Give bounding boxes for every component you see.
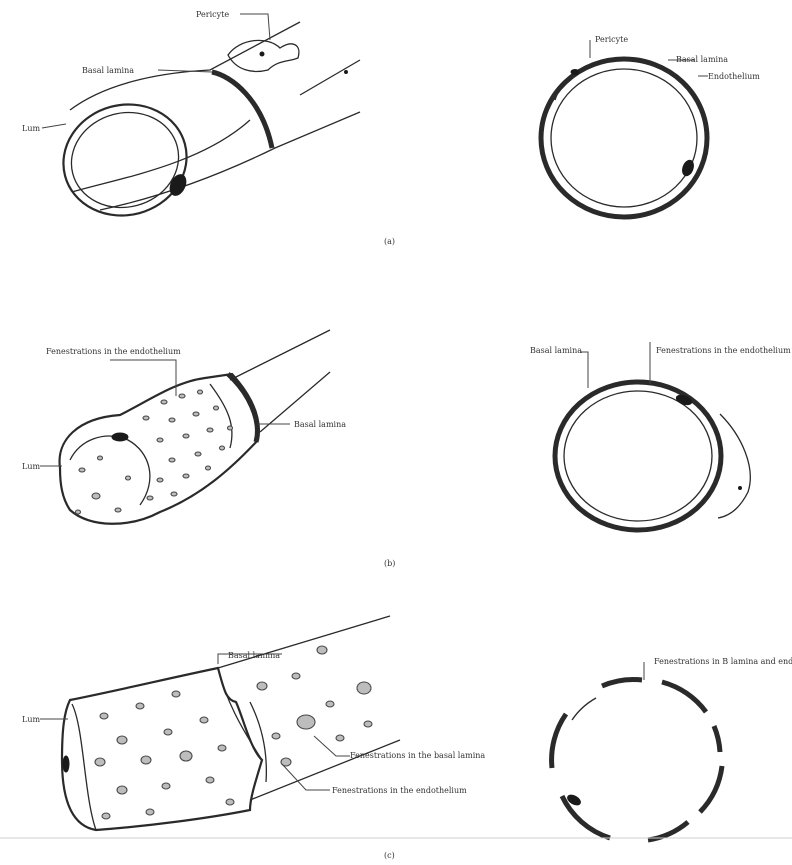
lumen-label-tube-b: Lum (22, 462, 40, 471)
discontinuous-capillary-section (552, 662, 722, 840)
fenestrations-tube-c (95, 646, 372, 819)
continuous-capillary-tube (42, 14, 360, 229)
basal-lamina-label-tube-b: Basal lamina (294, 420, 346, 429)
endothelial-fenestrations (76, 390, 233, 514)
lumen-label-tube-c: Lum (22, 715, 40, 724)
caption-c: (c) (384, 851, 395, 860)
pericyte-label-section: Pericyte (595, 35, 628, 44)
continuous-capillary-section (541, 40, 708, 217)
caption-b: (b) (384, 559, 395, 568)
basal-lamina-label-tube-c: Basal lamina (228, 651, 280, 660)
fenestrated-capillary-section (555, 342, 750, 530)
basal-lamina-label-tube: Basal lamina (82, 66, 134, 75)
fenestrations-basal-lamina-label: Fenestrations in the basal lamina (350, 751, 485, 760)
basal-lamina-label-section-b: Basal lamina (530, 346, 582, 355)
panel-b: Fenestrations in the endothelium Basal l… (22, 330, 791, 568)
panel-c: Basal lamina Lum Fenestrations in the ba… (0, 616, 792, 860)
fenestrations-label-section-c: Fenestrations in B lamina and endo (654, 657, 792, 666)
fenestrations-label-section-b: Fenestrations in the endothelium (656, 346, 791, 355)
fenestrations-endothelium-label-c: Fenestrations in the endothelium (332, 786, 467, 795)
basal-lamina-label-section: Basal lamina (676, 55, 728, 64)
discontinuous-capillary-tube (40, 616, 400, 830)
pericyte-label-tube: Pericyte (196, 10, 229, 19)
lumen-label-tube: Lum (22, 124, 40, 133)
caption-a: (a) (384, 237, 395, 246)
endothelium-label-section: Endothelium (708, 72, 760, 81)
fenestrations-label-tube: Fenestrations in the endothelium (46, 347, 181, 356)
panel-a: Pericyte Basal lamina Lum Pericyte Basal… (22, 10, 760, 246)
fenestrated-capillary-tube (40, 330, 330, 524)
